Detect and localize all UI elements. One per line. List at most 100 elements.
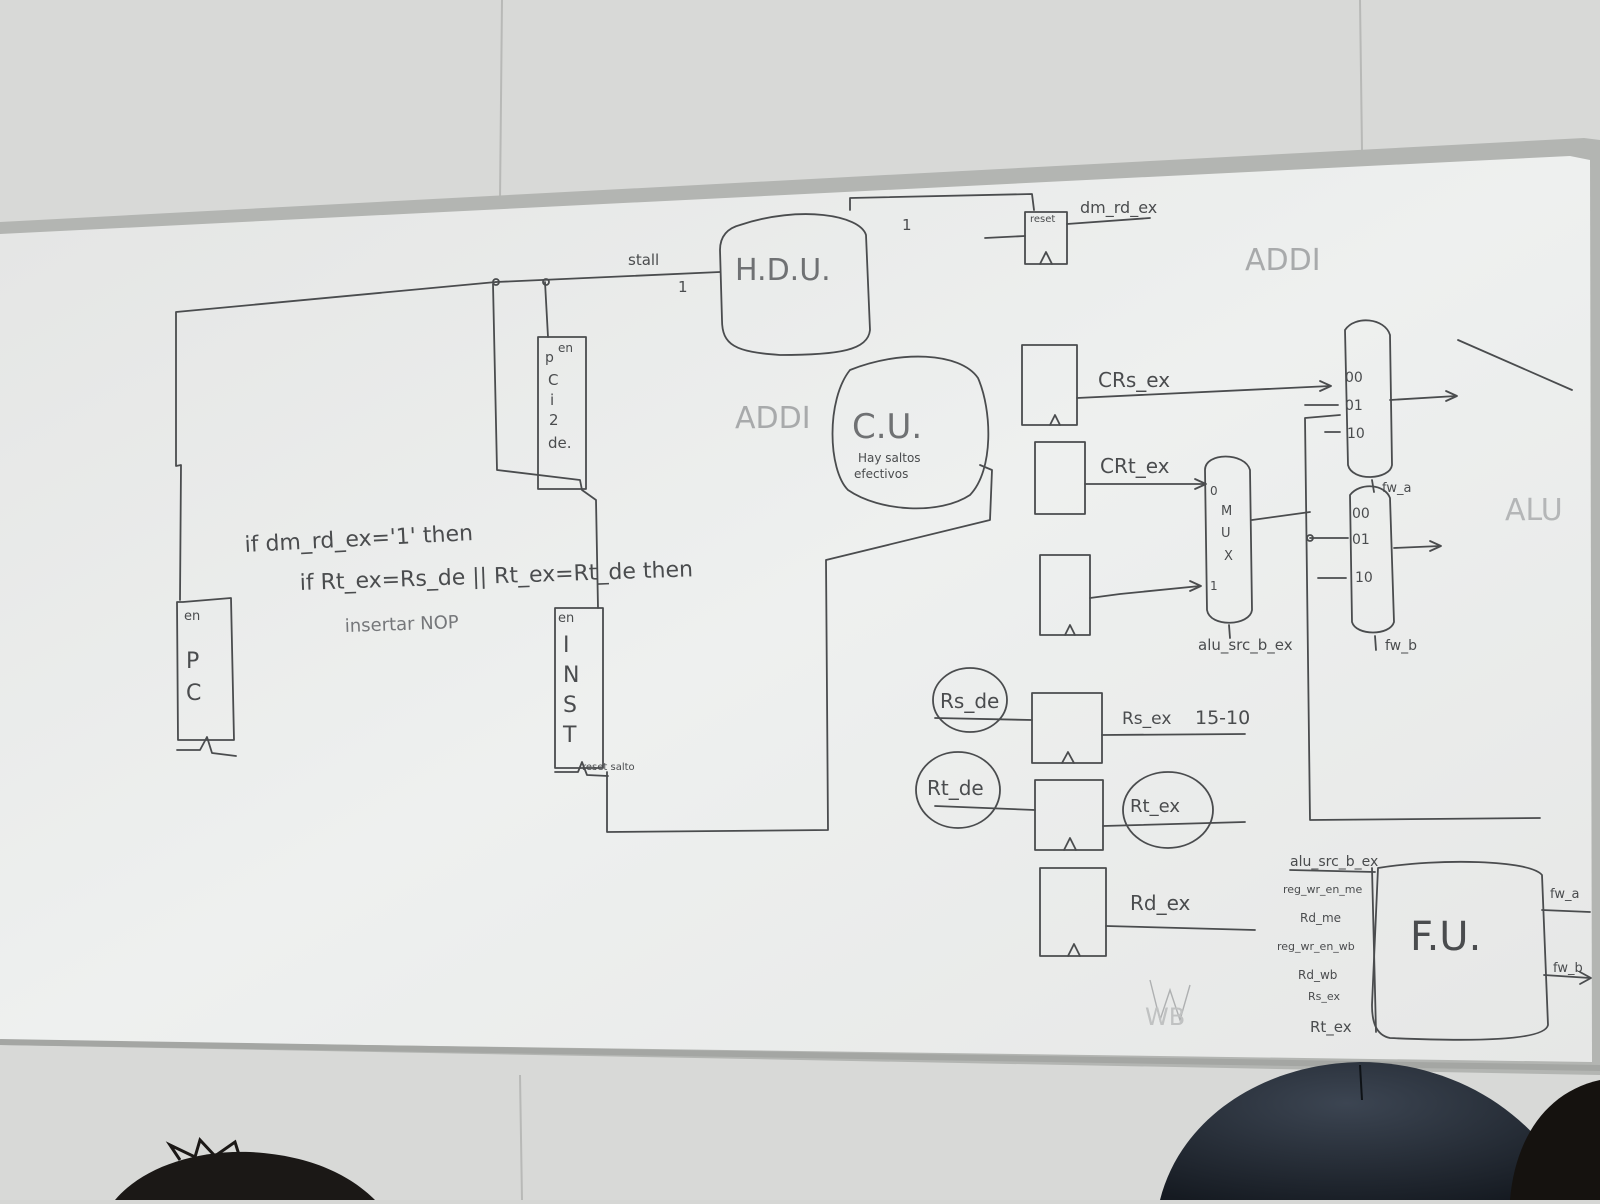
flush-wire: [606, 464, 993, 833]
addi-left-label: ADDI: [735, 401, 811, 436]
mux-input-1: 1: [1210, 579, 1218, 593]
rt-de-in: [934, 805, 1036, 811]
wall-seam: [519, 1074, 523, 1201]
fu-input-underline: [1289, 869, 1376, 873]
rd-ex-label: Rd_ex: [1130, 891, 1191, 915]
inst-register: [554, 607, 609, 777]
mux-letter-m: M: [1221, 504, 1232, 519]
mux-input-0: 0: [1210, 484, 1218, 498]
wall-seam: [499, 0, 503, 201]
crs-ex-wire: [1076, 385, 1331, 399]
rs-de-label: Rs_de: [940, 689, 999, 713]
stall-node: [492, 278, 500, 286]
alu-label: ALU: [1505, 493, 1563, 528]
student-cap: [1160, 1062, 1575, 1200]
fu-input-1: reg_wr_en_me: [1283, 883, 1363, 896]
fu-input-2: Rd_me: [1300, 911, 1341, 925]
rt-pipeline-reg-clk: [1063, 837, 1077, 851]
imm-arrow: [1189, 580, 1202, 592]
faint-wb-mark: [1149, 979, 1191, 1023]
student-hair: [115, 1137, 375, 1200]
rs-ex-bits: 15-10: [1195, 707, 1250, 729]
mux-letter-u: U: [1221, 526, 1231, 541]
pc-en-label: en: [184, 609, 200, 624]
pc-register: [176, 597, 237, 757]
fw-a-in-01: 01: [1345, 398, 1363, 414]
fw-b-out-arrow: [1429, 540, 1442, 552]
stall-node: [542, 278, 550, 286]
alu-shape: [1457, 339, 1573, 391]
fu-out-b: [1543, 974, 1591, 979]
fw-a-label: fw_a: [1382, 481, 1411, 496]
dm-rd-ex-flipflop: [1024, 211, 1068, 265]
whiteboard-surface: [0, 156, 1592, 1062]
ci2de-register: [537, 336, 587, 490]
fw-a-in-10: 10: [1347, 426, 1365, 442]
ci2de-letter-de: de.: [548, 434, 572, 452]
crs-ex-arrow: [1319, 380, 1332, 392]
mux-letter-x: X: [1224, 549, 1233, 564]
fu-label: F.U.: [1410, 914, 1481, 960]
alu-src-sel: [1228, 624, 1231, 639]
pipeline-reg-c-clk: [1064, 624, 1076, 636]
fw-b-out: [1393, 545, 1441, 549]
reset-label: reset: [1030, 214, 1055, 225]
fw-b-in-01: 01: [1352, 532, 1370, 548]
fu-out-b-label: fw_b: [1553, 961, 1583, 976]
stall-label: stall: [628, 251, 659, 269]
fw-b-in-10: 10: [1355, 570, 1373, 586]
fw-a-sel: [1371, 479, 1375, 493]
fw-b-label: fw_b: [1385, 638, 1417, 654]
rt-de-label: Rt_de: [927, 776, 984, 800]
hdu-label: H.D.U.: [735, 253, 831, 288]
dm-rd-ex-out: [1066, 217, 1151, 225]
rs-de-in: [934, 717, 1033, 721]
rd-pipeline-reg: [1039, 867, 1107, 957]
rt-de-circle: [915, 751, 1001, 829]
fw-b-in-00: 00: [1352, 506, 1370, 522]
fu-input-6: Rt_ex: [1310, 1018, 1352, 1037]
ci2de-letter-c: C: [548, 371, 558, 389]
wall-seam: [1359, 0, 1363, 151]
inst-enable-wire: [492, 283, 599, 609]
rs-ex-out: [1101, 733, 1246, 736]
alu-src-mux: [1204, 455, 1253, 624]
inst-letter-s: S: [563, 693, 577, 718]
fw-a-out: [1389, 395, 1457, 401]
pc-letter-c: C: [186, 681, 201, 706]
fu-block: [1371, 860, 1549, 1041]
mux-out-wire: [1251, 511, 1311, 521]
crt-ex-label: CRt_ex: [1100, 454, 1170, 478]
ci2de-en-label: en: [558, 341, 573, 355]
feedback-node: [1306, 534, 1314, 542]
inst-letter-n: N: [563, 663, 579, 688]
rs-de-circle: [932, 667, 1008, 733]
rt-pipeline-reg: [1034, 779, 1104, 851]
fw-a-out-arrow: [1445, 390, 1458, 402]
cu-note-line1: Hay saltos: [858, 451, 921, 465]
fw-b-sel: [1374, 635, 1377, 651]
whiteboard-tray: [0, 1039, 1600, 1071]
pc-enable-wire: [175, 281, 497, 601]
dm-rd-ex-in-arrow: [984, 235, 1026, 239]
cu-note-line2: efectivos: [854, 467, 908, 481]
rs-ex-label: Rs_ex: [1122, 709, 1171, 729]
inst-reset-label: reset salto: [582, 762, 635, 773]
dm-rd-ex-label: dm_rd_ex: [1080, 198, 1157, 218]
dm-rd-ex-clk: [1039, 251, 1053, 265]
cu-label: C.U.: [852, 407, 922, 447]
fu-in-bracket: [1371, 867, 1377, 1033]
fu-out-a: [1541, 909, 1591, 913]
rt-ex-label: Rt_ex: [1130, 796, 1180, 817]
stall-wire: [495, 271, 721, 283]
alu-src-b-ex-label: alu_src_b_ex: [1198, 636, 1293, 655]
fu-out-a-label: fw_a: [1550, 887, 1579, 902]
fu-input-5: Rs_ex: [1308, 990, 1340, 1003]
rs-pipeline-reg: [1031, 692, 1103, 764]
feedback-bus: [1304, 414, 1541, 821]
pipeline-reg-a-clk: [1049, 414, 1061, 426]
stall-one: 1: [678, 278, 688, 296]
student-hair-right: [1510, 1080, 1600, 1200]
ci2de-letter-i: i: [550, 391, 554, 409]
fw-a-in-00: 00: [1345, 370, 1363, 386]
